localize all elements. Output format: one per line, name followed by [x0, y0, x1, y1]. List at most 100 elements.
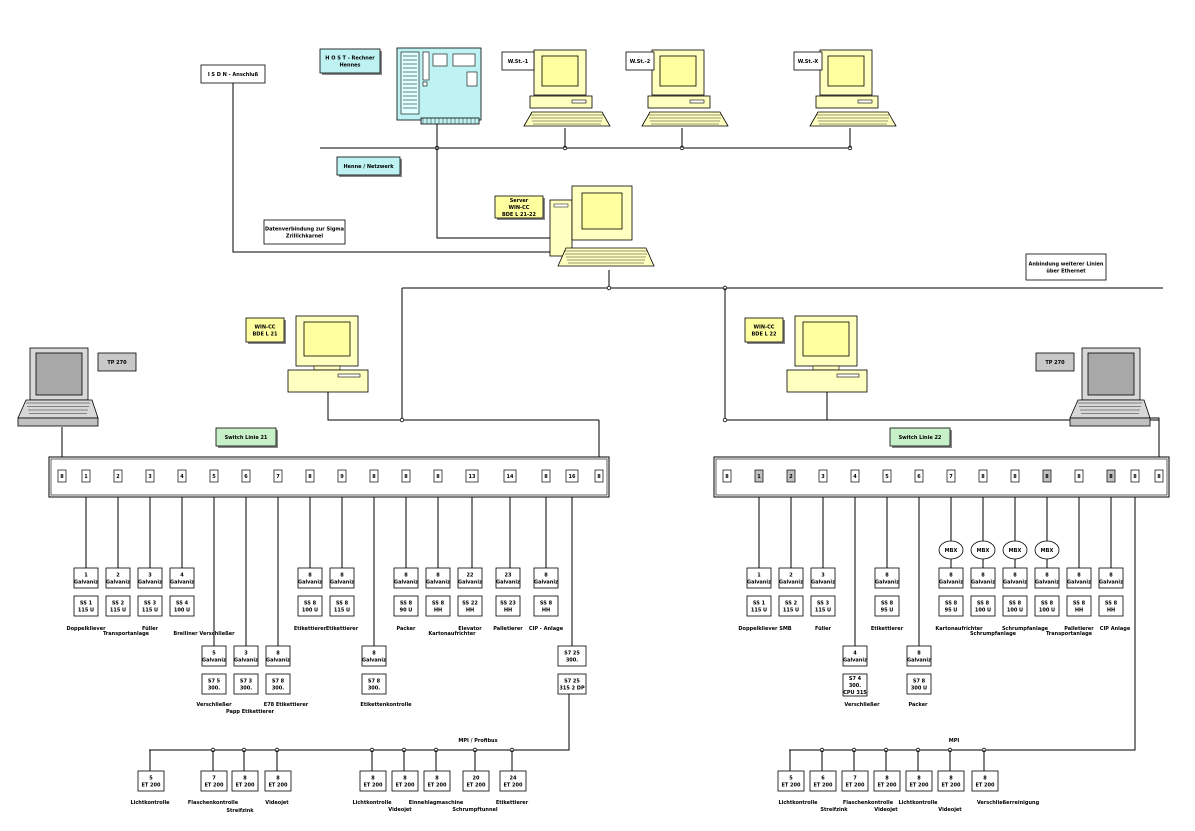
- cabinet-top-text: Galvaniz: [907, 658, 931, 664]
- cabinet-plc-text: 300.: [208, 686, 220, 692]
- cabinet-top-frame: [201, 645, 227, 667]
- s7-25-top-text: S7 25: [564, 651, 580, 657]
- tp-label-21-frame: [97, 352, 137, 372]
- switch-port: [503, 469, 517, 483]
- wincc-label-21-text: BDE L 21: [252, 332, 278, 338]
- et200-module: 5ET 200: [137, 770, 165, 792]
- bus-label: MPI / Profibus: [458, 738, 497, 744]
- cabinet-top-text: 1: [757, 573, 761, 579]
- cabinet-plc-text: CPU 315: [843, 690, 867, 696]
- cabinet-name: Palletierer: [493, 626, 523, 632]
- cabinet-plc-text: 115 U: [815, 608, 831, 614]
- port-number: 6: [244, 474, 248, 480]
- host-label-text: Hennes: [339, 63, 360, 69]
- cabinet-plc-frame: [1002, 595, 1028, 617]
- host-computer: [396, 47, 482, 125]
- cabinet-plc-text: SS 2: [112, 601, 125, 607]
- cabinet-top-text: Galvaniz: [170, 580, 194, 586]
- switch-port: [1154, 469, 1164, 483]
- switch-port: [1074, 469, 1084, 483]
- wincc-pc-22-drive: [836, 373, 860, 378]
- tp-wire: [1150, 417, 1160, 468]
- cabinet-plc-text: SS 8: [540, 601, 553, 607]
- mbx-node: [938, 540, 964, 560]
- cabinet-top-frame: [778, 567, 804, 589]
- cabinet-name: Etikettierer: [294, 626, 327, 632]
- cabinet-plc-text: 100 U: [975, 608, 991, 614]
- cabinet-plc-text: SS 3: [817, 601, 830, 607]
- other-line-label-text: über Ethernet: [1046, 269, 1086, 275]
- cabinet-top-text: 8: [1109, 573, 1113, 579]
- tp-laptop-22: [1069, 347, 1151, 427]
- cabinet-top-frame: [393, 567, 419, 589]
- cabinet-top-frame: [842, 645, 868, 667]
- wincc-label-22-text: BDE L 22: [751, 332, 777, 338]
- cabinet-top-text: Galvaniz: [138, 580, 162, 586]
- cabinet-top-frame: [1066, 567, 1092, 589]
- host-label-frame: [319, 48, 381, 74]
- et200-module-frame: [462, 770, 490, 792]
- switch-port: [565, 469, 579, 483]
- et200-module-frame: [873, 770, 901, 792]
- network-label: Henne / Netzwerk: [336, 156, 401, 176]
- cabinet-name: Elevator: [458, 626, 482, 632]
- cabinet-plc-text: 115 U: [783, 608, 799, 614]
- cabinet-plc-text: SS 3: [144, 601, 157, 607]
- cabinet-name: Verschließer: [844, 702, 880, 708]
- switch-inner-21: [50, 458, 608, 496]
- cabinet-plc: SS 8HH: [533, 595, 559, 617]
- cabinet-plc-text: 300.: [368, 686, 380, 692]
- et200-module-text: ET 200: [503, 783, 523, 789]
- cabinet-plc-text: 95 U: [945, 608, 958, 614]
- ws1-label-frame: [501, 51, 535, 71]
- cabinet-plc-frame: [533, 595, 559, 617]
- switch-port: [978, 469, 988, 483]
- cabinet-plc-frame: [938, 595, 964, 617]
- host-computer-foot: [420, 117, 480, 125]
- workstation-x-base: [815, 95, 879, 109]
- switch-label-21-frame: [215, 427, 277, 447]
- cabinet-plc-frame: [810, 595, 836, 617]
- switch-port: [541, 469, 551, 483]
- et200-module-text: 8: [917, 776, 921, 782]
- cabinet-top-frame: [906, 645, 932, 667]
- workstation-x: [809, 49, 897, 127]
- cabinet-plc-frame: [329, 595, 355, 617]
- et200-module-frame: [200, 770, 228, 792]
- cabinet-plc-frame: [73, 595, 99, 617]
- et200-module-text: ET 200: [877, 783, 897, 789]
- port-number: 8: [404, 474, 408, 480]
- server-pc-drive: [553, 203, 569, 208]
- cabinet-plc-frame: [906, 673, 932, 695]
- cabinet-top-frame: [329, 567, 355, 589]
- cabinet-top-text: Galvaniz: [202, 658, 226, 664]
- server-label-text: BDE L 21-22: [502, 212, 537, 218]
- et200-name: Flaschenkontrolle: [188, 800, 239, 806]
- cabinet-plc-frame: [361, 673, 387, 695]
- et200-name: Lichtkontrolle: [898, 800, 938, 806]
- switch-port: [81, 469, 91, 483]
- cabinet-plc-frame: [169, 595, 195, 617]
- wincc-label-21-frame: [245, 317, 285, 343]
- cabinet-top-frame: [425, 567, 451, 589]
- cabinet-name: Etikettierer: [326, 626, 359, 632]
- switch-port: [1130, 469, 1140, 483]
- isdn-label-frame: [200, 64, 266, 84]
- datalink-label-text: Datenverbindung zur Sigma: [265, 227, 344, 233]
- switch-inner-22: [715, 458, 1168, 496]
- port-number: 8: [981, 474, 985, 480]
- port-number: 4: [180, 474, 184, 480]
- cabinet-plc-text: HH: [466, 608, 474, 614]
- other-line-label-frame: [1025, 253, 1107, 281]
- switch-21: [48, 456, 610, 498]
- cabinet-top-frame: [297, 567, 323, 589]
- cabinet-plc: SS 895 U: [874, 595, 900, 617]
- wincc-pc-21-case: [287, 369, 369, 393]
- cabinet-name: Papp Etikettierer: [226, 709, 275, 715]
